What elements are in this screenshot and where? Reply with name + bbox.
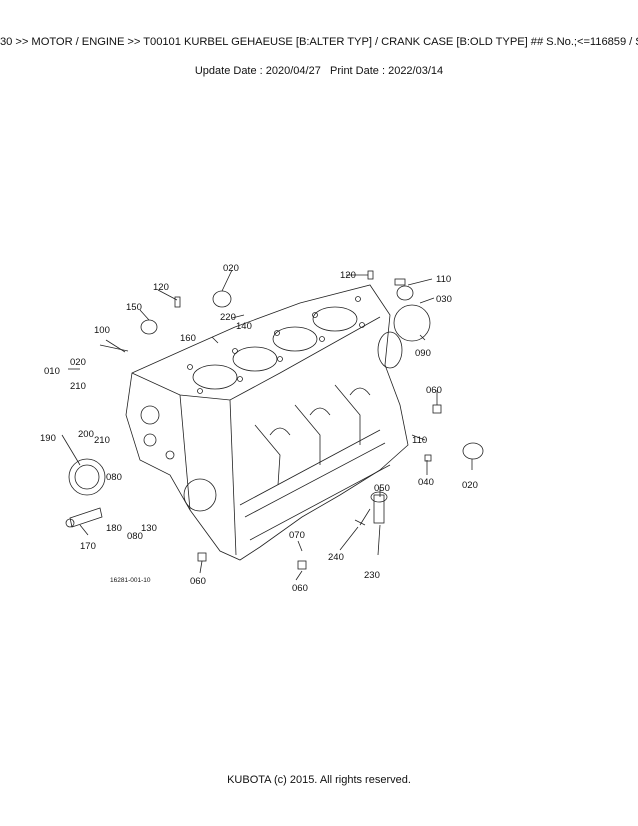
callout-label: 060 xyxy=(292,583,308,594)
drawing-code: 16281-001-10 xyxy=(110,577,151,584)
callout-label: 240 xyxy=(328,552,344,563)
callout-label: 120 xyxy=(153,282,169,293)
crank-case-drawing xyxy=(61,269,484,581)
callout-label: 190 xyxy=(40,433,56,444)
callout-label: 130 xyxy=(141,523,157,534)
callout-label: 070 xyxy=(289,530,305,541)
callout-label: 030 xyxy=(436,294,452,305)
callout-label: 020 xyxy=(223,263,239,274)
copyright-footer: KUBOTA (c) 2015. All rights reserved. xyxy=(227,774,411,786)
callout-label: 060 xyxy=(426,385,442,396)
callout-label: 230 xyxy=(364,570,380,581)
callout-label: 080 xyxy=(127,531,143,542)
print-date: Print Date : 2022/03/14 xyxy=(330,65,444,77)
crank-case-exploded-diagram: 020 120 110 030 120 150 220 140 100 160 … xyxy=(40,263,484,594)
callout-label: 170 xyxy=(80,541,96,552)
callout-label: 200 xyxy=(78,429,94,440)
callout-label: 110 xyxy=(412,435,427,446)
callout-label: 010 xyxy=(44,366,60,377)
callout-label: 210 xyxy=(70,381,86,392)
callout-label: 050 xyxy=(374,483,390,494)
breadcrumb: 30 >> MOTOR / ENGINE >> T00101 KURBEL GE… xyxy=(0,36,638,48)
callout-label: 040 xyxy=(418,477,434,488)
callout-label: 100 xyxy=(94,325,110,336)
callout-label: 140 xyxy=(236,321,252,332)
callout-label: 180 xyxy=(106,523,122,534)
callout-label: 020 xyxy=(70,357,86,368)
callout-label: 120 xyxy=(340,270,356,281)
callout-label: 220 xyxy=(220,312,236,323)
callout-label: 020 xyxy=(462,480,478,491)
date-line: Update Date : 2020/04/27 Print Date : 20… xyxy=(0,65,638,77)
callout-label: 090 xyxy=(415,348,431,359)
update-date: Update Date : 2020/04/27 xyxy=(194,65,321,77)
callout-label: 110 xyxy=(436,274,451,285)
callout-label: 150 xyxy=(126,302,142,313)
callout-label: 080 xyxy=(106,472,122,483)
callout-label: 060 xyxy=(190,576,206,587)
callout-label: 210 xyxy=(94,435,110,446)
callout-label: 160 xyxy=(180,333,196,344)
